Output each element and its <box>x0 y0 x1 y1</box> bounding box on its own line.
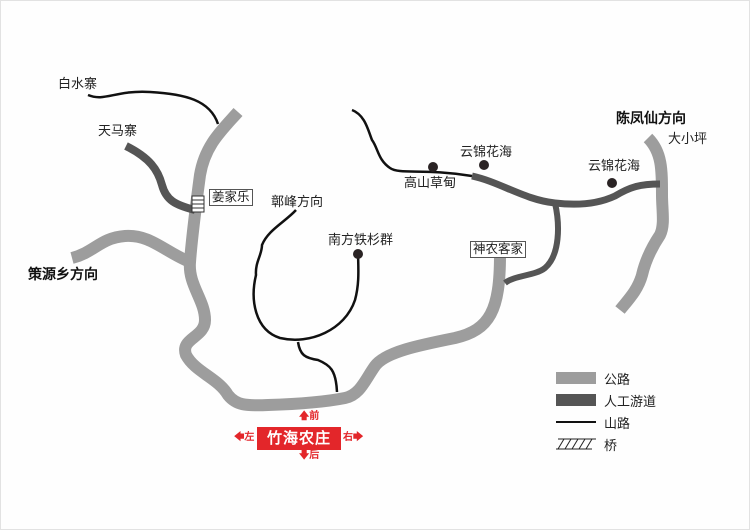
legend-label: 山路 <box>604 416 631 432</box>
direction-right-label: 右 <box>343 432 353 443</box>
poi-dot-yunjin-1 <box>479 160 489 170</box>
trail-gaoshan <box>351 108 473 178</box>
legend-label: 人工游道 <box>604 394 657 410</box>
label-gaoshan-caodian: 高山草甸 <box>404 176 457 191</box>
legend-label: 公路 <box>604 372 631 388</box>
direction-back-label: 后 <box>309 450 320 461</box>
direction-left-label: 左 <box>244 432 255 443</box>
walkway-east <box>471 172 661 208</box>
label-chenfengxian-direction: 陈凤仙方向 <box>616 111 686 127</box>
label-tianmazhai: 天马寨 <box>98 124 138 139</box>
trail-swatch-icon <box>556 421 596 423</box>
origin-marker: 竹海农庄 <box>257 427 341 450</box>
arrow-up-icon: 🡅 <box>299 411 310 422</box>
direction-left: 🡄左 <box>234 433 254 443</box>
label-ceyuan-direction: 策源乡方向 <box>28 267 98 283</box>
legend-item-bridge: 桥 <box>556 433 656 455</box>
highway-chenfengxian <box>615 133 669 314</box>
walkway-south <box>503 202 561 286</box>
direction-back: 🡇后 <box>299 451 319 461</box>
poi-dot-nanfang <box>353 249 363 259</box>
walkway-swatch-icon <box>556 394 596 406</box>
legend-item-walkway: 人工游道 <box>556 389 656 411</box>
label-nanfang-tieshan: 南方铁杉群 <box>328 233 394 248</box>
walkway-tianma <box>124 142 196 214</box>
highway-ceyuan <box>70 229 193 268</box>
direction-front-label: 前 <box>309 411 320 422</box>
arrow-down-icon: 🡇 <box>299 450 310 461</box>
direction-front: 🡅前 <box>299 412 319 422</box>
bridge-swatch-icon <box>556 438 596 450</box>
poi-dot-gaoshan <box>428 162 438 172</box>
label-shennong-kejia: 神农客家 <box>470 241 527 258</box>
highway-main <box>179 108 506 412</box>
trail-baishui <box>87 90 220 125</box>
label-yunjin-huahai-2: 云锦花海 <box>588 159 641 174</box>
arrow-left-icon: 🡄 <box>234 432 245 443</box>
legend-item-trail: 山路 <box>556 411 656 433</box>
bridge-icon <box>191 195 205 213</box>
trail-xifeng <box>252 209 360 341</box>
label-yunjin-huahai-1: 云锦花海 <box>460 145 513 160</box>
poi-dot-yunjin-2 <box>607 178 617 188</box>
label-xifeng-direction: 鄣峰方向 <box>271 195 324 210</box>
legend-label: 桥 <box>604 438 618 454</box>
label-baishuizhai: 白水寨 <box>58 77 98 92</box>
trail-to-origin <box>296 341 339 393</box>
label-daxiaoping: 大小坪 <box>668 132 708 147</box>
label-jiangjiale: 姜家乐 <box>209 189 253 206</box>
map-legend: 公路 人工游道 山路 桥 <box>556 367 656 455</box>
arrow-right-icon: 🡆 <box>353 432 364 443</box>
highway-swatch-icon <box>556 372 596 384</box>
direction-right: 右🡆 <box>343 433 363 443</box>
legend-item-highway: 公路 <box>556 367 656 389</box>
